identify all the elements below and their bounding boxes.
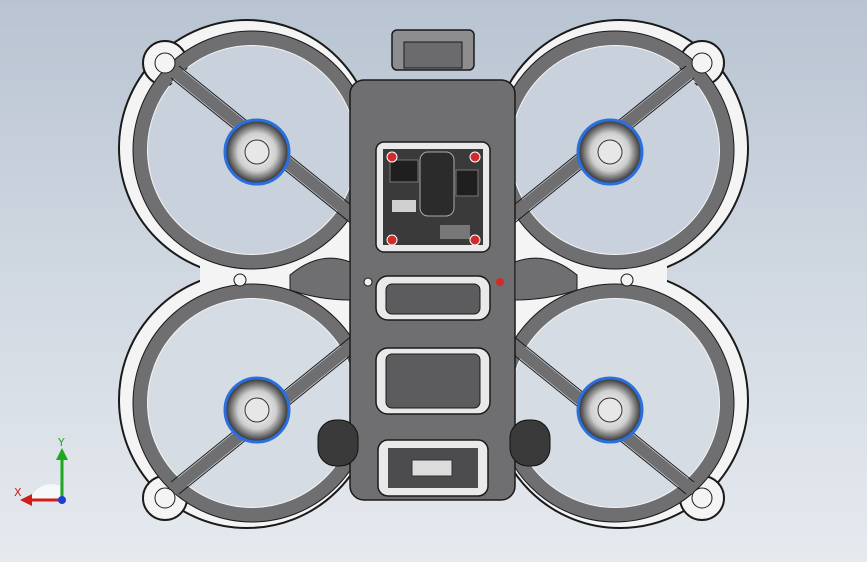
motor-rear-left xyxy=(223,376,291,444)
flight-controller-board xyxy=(375,141,491,253)
mounting-holes xyxy=(154,52,713,509)
motor-front-left xyxy=(223,118,291,186)
y-axis-arrow xyxy=(56,448,68,460)
x-axis-label: X xyxy=(14,486,22,499)
motor-front-right xyxy=(576,118,644,186)
y-axis-label: Y xyxy=(57,436,65,449)
z-axis-dot xyxy=(58,496,66,504)
x-axis-arrow xyxy=(20,494,32,506)
motor-rear-right xyxy=(576,376,644,444)
rear-feet xyxy=(317,419,551,467)
axis-triad: Y X xyxy=(14,436,68,506)
body-slots xyxy=(363,275,504,497)
